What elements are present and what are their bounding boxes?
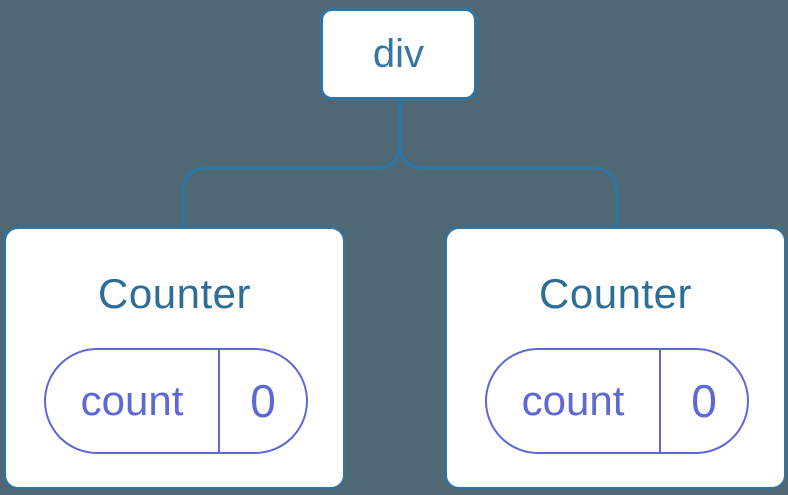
tree-node-div-label: div xyxy=(372,32,425,76)
state-key-label: count xyxy=(521,377,625,424)
connector-right-branch xyxy=(398,100,619,228)
state-key-label: count xyxy=(80,377,184,424)
state-pill: count 0 xyxy=(485,348,749,454)
component-card-counter-2: Counter count 0 xyxy=(445,227,786,489)
component-title: Counter xyxy=(539,270,692,317)
state-value: 0 xyxy=(218,350,306,452)
component-title: Counter xyxy=(98,270,251,317)
state-pill: count 0 xyxy=(44,348,308,454)
component-card-counter-1: Counter count 0 xyxy=(4,227,345,489)
tree-node-div: div xyxy=(320,8,477,100)
state-value: 0 xyxy=(659,350,747,452)
connector-left-branch xyxy=(181,100,402,228)
